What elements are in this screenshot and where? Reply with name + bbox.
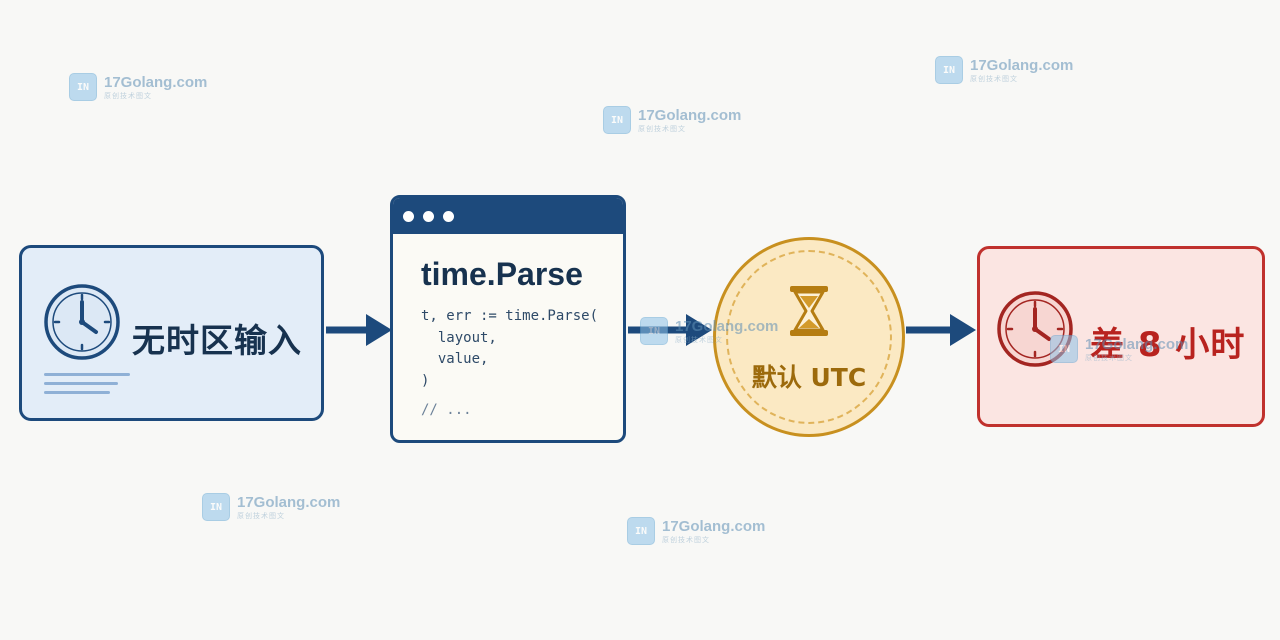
watermark-site: 17Golang.com (638, 106, 742, 124)
code-comment: // ... (421, 402, 472, 418)
utc-dashed-ring (726, 250, 892, 424)
site-logo-icon: IN (603, 106, 631, 134)
step-input-label: 无时区输入 (132, 321, 302, 360)
text-line-decoration (44, 373, 130, 376)
step-result-box: 差 8 小时 (977, 246, 1265, 427)
watermark-tagline: 原创技术图文 (1085, 353, 1133, 362)
window-dot-icon (443, 210, 454, 222)
step-utc-label: 默认 UTC (751, 363, 867, 392)
site-logo-icon: IN (69, 73, 97, 101)
text-line-decoration (44, 391, 110, 394)
step-parse-title: time.Parse (421, 256, 583, 292)
watermark-tagline: 原创技术图文 (638, 124, 686, 133)
watermark-site: 17Golang.com (970, 56, 1074, 74)
window-dot-icon (403, 210, 414, 222)
watermark-tagline: 原创技术图文 (237, 511, 285, 520)
window-dot-icon (423, 210, 434, 222)
window-titlebar (393, 198, 623, 234)
watermark-tagline: 原创技术图文 (970, 74, 1018, 83)
site-logo-icon: IN (1050, 335, 1078, 363)
watermark-site: 17Golang.com (104, 73, 208, 91)
step-input-box: 无时区输入 (19, 245, 324, 421)
step-default-utc: 默认 UTC (713, 237, 905, 437)
arrow-utc-to-result (906, 314, 976, 346)
code-line: t, err := time.Parse( (421, 308, 599, 324)
step-parse-window: time.Parse t, err := time.Parse( layout,… (390, 195, 626, 443)
watermark-tagline: 原创技术图文 (104, 91, 152, 100)
code-line: ) (421, 372, 430, 389)
clock-icon (44, 284, 120, 360)
site-logo-icon: IN (202, 493, 230, 521)
arrow-input-to-parse (326, 314, 392, 346)
watermark-site: 17Golang.com (237, 493, 341, 511)
watermark-site: 17Golang.com (675, 317, 779, 335)
text-line-decoration (44, 382, 118, 385)
hourglass-icon (790, 286, 828, 336)
code-line: layout, (421, 329, 497, 346)
site-logo-icon: IN (935, 56, 963, 84)
code-line: value, (421, 351, 489, 367)
watermark-tagline: 原创技术图文 (662, 535, 710, 544)
code-block: t, err := time.Parse( layout, value,) (421, 306, 598, 392)
watermark-tagline: 原创技术图文 (675, 335, 723, 344)
site-logo-icon: IN (640, 317, 668, 345)
watermark-site: 17Golang.com (1085, 335, 1189, 353)
watermark-site: 17Golang.com (662, 517, 766, 535)
step-result-label: 差 8 小时 (1090, 325, 1246, 365)
site-logo-icon: IN (627, 517, 655, 545)
